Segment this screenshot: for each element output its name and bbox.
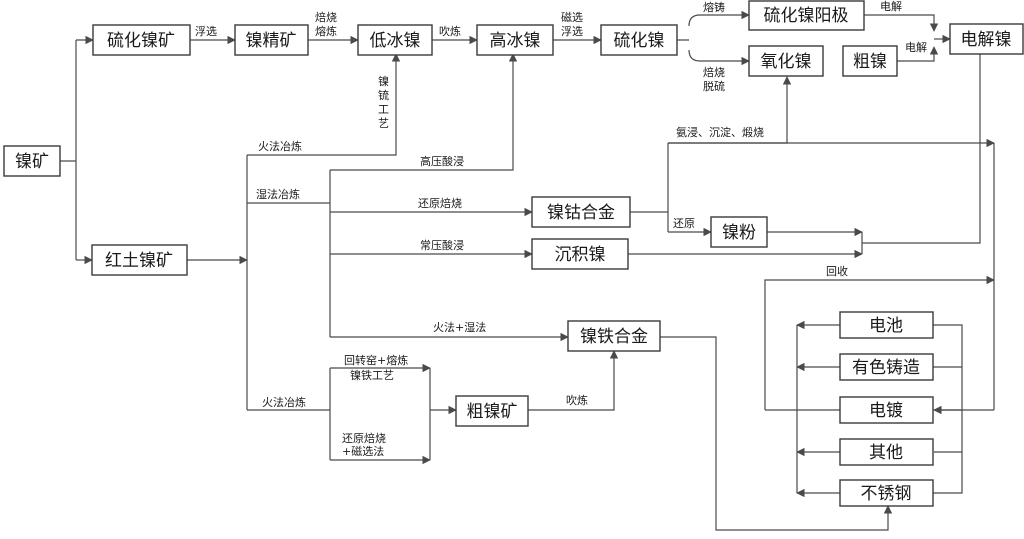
node-battery: 电池 [839, 311, 934, 339]
label-red-roast-magsep-1: 还原焙烧 [342, 431, 386, 445]
label-ammonia-leach: 氨浸、沉淀、煅烧 [676, 125, 764, 139]
label-casting: 熔铸 [703, 0, 725, 14]
label-pyro-hydro: 火法+湿法 [433, 320, 486, 334]
node-label: 硫化镍矿 [107, 31, 175, 51]
label-hydro: 湿法冶炼 [256, 187, 300, 201]
node-sulfide-anode: 硫化镍阳极 [748, 0, 865, 31]
node-other: 其他 [839, 438, 934, 466]
arrow-converting-bottom [528, 350, 619, 411]
node-label: 有色铸造 [852, 358, 920, 378]
node-label: 不锈钢 [861, 484, 912, 504]
label-pyro-bottom: 火法冶炼 [262, 395, 306, 409]
node-label: 高冰镍 [490, 31, 541, 51]
label-recovery: 回收 [826, 264, 848, 278]
label-ap-leach: 常压酸浸 [420, 238, 464, 252]
node-nonferrous-casting: 有色铸造 [839, 353, 934, 381]
connector-ore-split [60, 40, 77, 260]
arrow-electrolysis-mid [897, 46, 939, 62]
node-label: 红土镍矿 [105, 251, 173, 271]
edge-labels: 浮选 焙烧 熔炼 吹炼 磁选 浮选 熔铸 电解 电解 焙烧 脱硫 镍 锍 工 艺… [195, 0, 927, 458]
node-nickel-ore: 镍矿 [3, 145, 61, 177]
node-electroplating: 电镀 [839, 396, 934, 424]
arrow-ni-s-process [247, 53, 401, 156]
label-ni-s-process-3: 工 [378, 103, 389, 116]
label-roast-smelt-2: 熔炼 [315, 24, 337, 38]
node-label: 硫化镍阳极 [764, 6, 849, 26]
node-ni-fe-alloy: 镍铁合金 [567, 320, 661, 352]
label-electrolysis-mid: 电解 [905, 40, 927, 54]
connector-products-right [933, 324, 963, 494]
node-deposited-nickel: 沉积镍 [531, 238, 629, 270]
label-electrolysis-top: 电解 [880, 0, 902, 13]
label-rotary-kiln-1: 回转窑+熔炼 [344, 353, 408, 367]
node-label: 镍精矿 [246, 31, 297, 51]
label-ni-s-process-2: 锍 [378, 88, 389, 102]
node-label: 氧化镍 [761, 52, 812, 72]
node-label: 电镀 [869, 401, 903, 421]
label-ni-s-process-1: 镍 [378, 74, 389, 88]
node-nickel-powder: 镍粉 [710, 216, 768, 248]
node-ni-co-alloy: 镍钴合金 [531, 196, 631, 228]
node-laterite-ore: 红土镍矿 [91, 244, 188, 276]
node-crude-ni-ore: 粗镍矿 [455, 395, 529, 427]
nodes: 镍矿 硫化镍矿 镍精矿 低冰镍 高冰镍 硫化镍 硫化镍阳极 氧化镍 [3, 0, 1024, 507]
connector-merge [861, 54, 981, 254]
label-red-roast-magsep-2: +磁选法 [342, 444, 384, 458]
node-label: 粗镍矿 [467, 402, 518, 422]
label-reduction-roast: 还原焙烧 [418, 196, 462, 210]
node-label: 镍矿 [15, 152, 49, 172]
node-label: 硫化镍 [614, 31, 665, 51]
node-label: 沉积镍 [555, 245, 606, 265]
label-roast-desulf-2: 脱硫 [703, 79, 725, 93]
node-nickel-concentrate: 镍精矿 [234, 24, 309, 56]
connector-sulfide-split [677, 14, 701, 62]
label-rotary-kiln-2: 镍铁工艺 [350, 368, 394, 382]
node-label: 镍粉 [722, 223, 756, 243]
label-reduction: 还原 [673, 217, 695, 230]
label-ni-s-process-4: 艺 [378, 117, 389, 130]
connector-products-mid [933, 366, 962, 453]
node-sulfide-ore: 硫化镍矿 [92, 24, 191, 56]
label-magsep-1: 磁选 [561, 11, 583, 24]
label-converting: 吹炼 [439, 24, 461, 38]
node-high-matte: 高冰镍 [476, 24, 554, 56]
node-crude-nickel: 粗镍 [842, 45, 898, 77]
node-stainless-steel: 不锈钢 [839, 479, 934, 507]
arrow-recovery [764, 275, 995, 410]
node-label: 镍铁合金 [580, 327, 648, 347]
node-electrolytic-nickel: 电解镍 [949, 23, 1024, 55]
label-roast-smelt-1: 焙烧 [315, 10, 337, 24]
label-pyro-top: 火法冶炼 [258, 139, 302, 153]
node-label: 低冰镍 [370, 31, 421, 51]
label-converting-bottom: 吹炼 [566, 393, 588, 407]
label-magsep-2: 浮选 [561, 25, 583, 38]
node-nickel-sulfide: 硫化镍 [600, 24, 678, 56]
node-label: 电池 [869, 316, 903, 336]
label-hp-leach: 高压酸浸 [420, 154, 464, 168]
arrow-electrolysis-top [864, 14, 939, 32]
node-label: 镍钴合金 [547, 203, 615, 223]
label-flotation: 浮选 [195, 25, 217, 38]
arrow-ni-fe-to-stainless [660, 336, 893, 531]
node-nickel-oxide: 氧化镍 [748, 45, 824, 77]
label-roast-desulf-1: 焙烧 [703, 65, 725, 79]
arrow-hp-leach [330, 53, 518, 171]
node-low-matte: 低冰镍 [357, 24, 433, 56]
connector-lines [60, 10, 995, 531]
node-label: 粗镍 [853, 52, 887, 72]
node-label: 其他 [869, 443, 903, 463]
node-label: 电解镍 [961, 30, 1012, 50]
